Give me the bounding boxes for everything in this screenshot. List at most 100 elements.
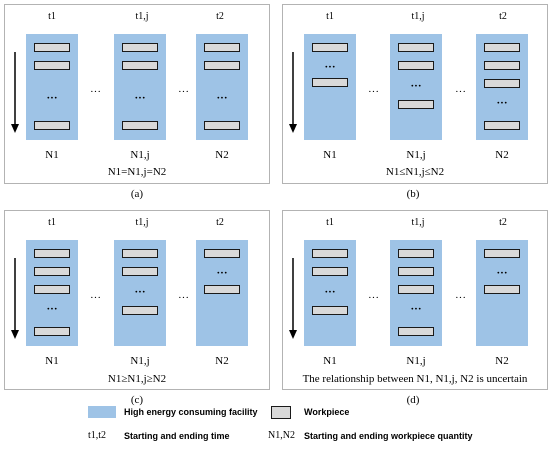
workpiece [34,249,70,258]
time-label-t1j: t1,j [135,11,149,22]
panel-a [4,4,270,184]
quantity-label-n2: N2 [495,149,509,161]
quantity-label-n1: N1 [45,149,59,161]
horizontal-ellipsis: ··· [90,86,101,98]
horizontal-ellipsis: ··· [178,86,189,98]
workpiece [204,121,240,130]
time-label-t2: t2 [216,11,224,22]
quantity-label-n2: N2 [215,355,229,367]
workpiece [484,285,520,294]
horizontal-ellipsis: ··· [178,292,189,304]
caption-a: (a) [130,188,144,200]
workpiece [34,327,70,336]
workpiece [398,61,434,70]
workpiece [122,249,158,258]
workpiece [34,121,70,130]
vertical-ellipsis: ··· [324,61,336,73]
horizontal-ellipsis: ··· [368,86,379,98]
workpiece [398,100,434,109]
workpiece [398,285,434,294]
workpiece [398,249,434,258]
time-label-t2: t2 [499,217,507,228]
vertical-ellipsis: ··· [410,80,422,92]
workpiece [122,267,158,276]
time-label-t1j: t1,j [411,11,425,22]
legend-facility-label: High energy consuming facility [124,407,258,417]
time-label-t1: t1 [48,217,56,228]
workpiece [312,43,348,52]
legend-workpiece-swatch [271,406,291,419]
time-label-t2: t2 [499,11,507,22]
workpiece [312,306,348,315]
relation-text: N1=N1,j=N2 [107,166,167,178]
panel-b [282,4,548,184]
relation-text: N1≤N1,j≤N2 [385,166,445,178]
caption-d: (d) [406,394,420,406]
time-arrow [289,258,297,339]
workpiece [398,327,434,336]
time-arrow [11,258,19,339]
vertical-ellipsis: ··· [324,286,336,298]
time-label-t1: t1 [326,11,334,22]
vertical-ellipsis: ··· [46,92,58,104]
workpiece [34,61,70,70]
vertical-ellipsis: ··· [46,303,58,315]
workpiece [484,249,520,258]
workpiece [34,285,70,294]
legend-facility-swatch [88,406,116,418]
workpiece [122,61,158,70]
workpiece [204,43,240,52]
workpiece [122,43,158,52]
workpiece [122,306,158,315]
horizontal-ellipsis: ··· [455,86,466,98]
quantity-label-n1j: N1,j [130,355,150,367]
panel-c [4,210,270,390]
caption-b: (b) [406,188,420,200]
time-arrow [289,52,297,133]
quantity-label-n1: N1 [45,355,59,367]
quantity-label-n2: N2 [495,355,509,367]
quantity-label-n1j: N1,j [406,149,426,161]
workpiece [398,43,434,52]
vertical-ellipsis: ··· [216,92,228,104]
vertical-ellipsis: ··· [410,303,422,315]
legend-workpiece-label: Workpiece [304,407,350,417]
vertical-ellipsis: ··· [134,286,146,298]
time-label-t1: t1 [326,217,334,228]
quantity-label-n2: N2 [215,149,229,161]
quantity-label-n1j: N1,j [130,149,150,161]
relation-text: The relationship between N1, N1,j, N2 is… [302,373,528,385]
workpiece [312,249,348,258]
time-label-t2: t2 [216,217,224,228]
quantity-label-n1: N1 [323,355,337,367]
time-label-t1: t1 [48,11,56,22]
vertical-ellipsis: ··· [134,92,146,104]
workpiece [484,61,520,70]
workpiece [204,61,240,70]
workpiece [312,267,348,276]
workpiece [34,267,70,276]
horizontal-ellipsis: ··· [90,292,101,304]
relation-text: N1≥N1,j≥N2 [107,373,167,385]
workpiece [398,267,434,276]
workpiece [484,121,520,130]
legend-quantity-label: Starting and ending workpiece quantity [304,431,473,441]
quantity-label-n1: N1 [323,149,337,161]
workpiece [312,78,348,87]
horizontal-ellipsis: ··· [368,292,379,304]
legend-time-symbols: t1,t2 [88,430,107,441]
workpiece [484,43,520,52]
vertical-ellipsis: ··· [496,267,508,279]
workpiece [34,43,70,52]
workpiece [122,121,158,130]
time-arrow [11,52,19,133]
horizontal-ellipsis: ··· [455,292,466,304]
time-label-t1j: t1,j [135,217,149,228]
caption-c: (c) [130,394,144,406]
legend-quantity-symbols: N1,N2 [268,430,295,441]
workpiece [484,79,520,88]
panel-d [282,210,548,390]
vertical-ellipsis: ··· [496,97,508,109]
workpiece [204,249,240,258]
time-label-t1j: t1,j [411,217,425,228]
